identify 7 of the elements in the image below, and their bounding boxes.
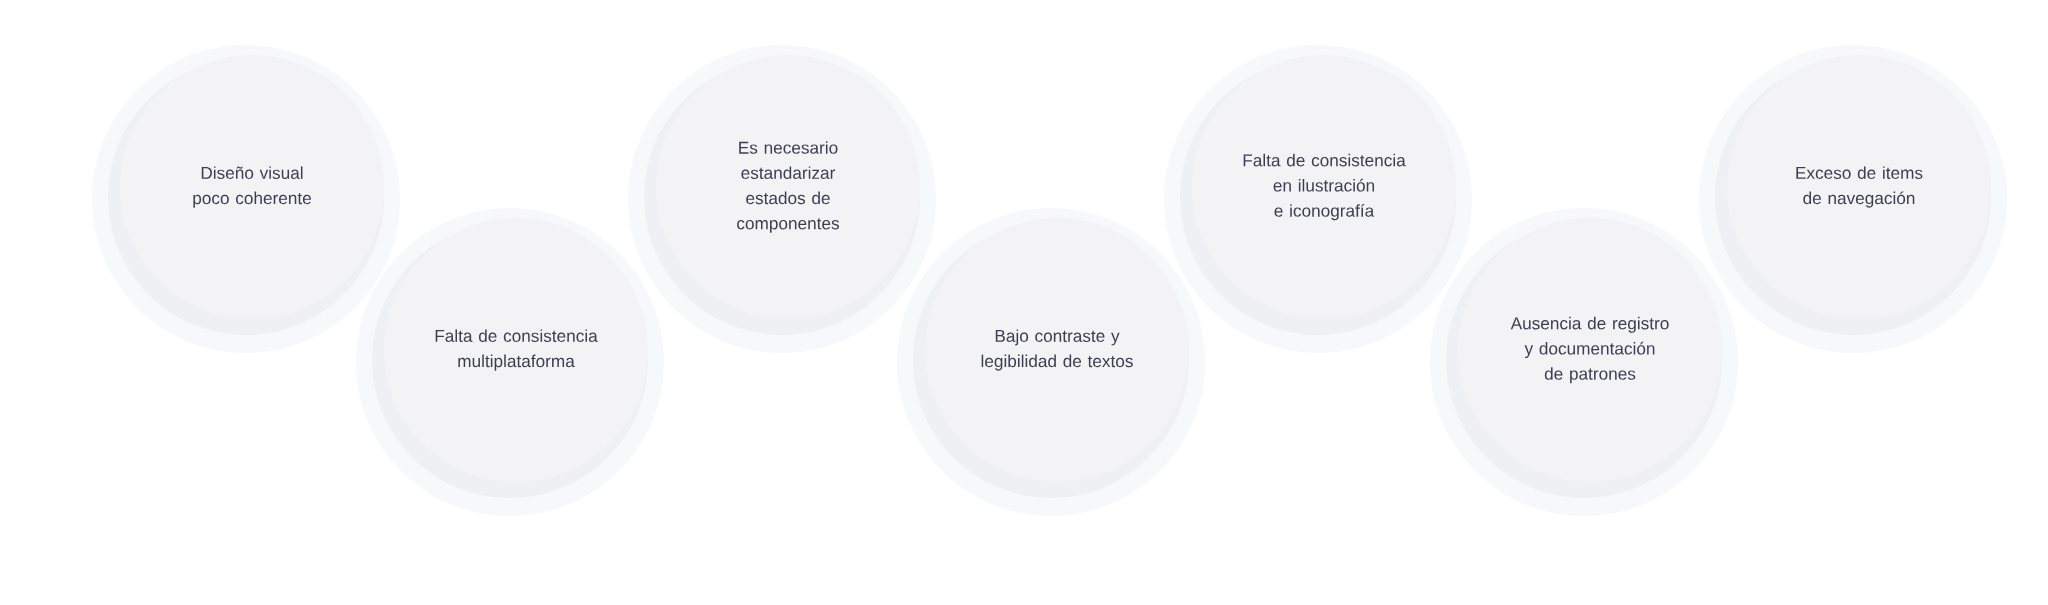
circle-node: Exceso de items de navegación	[1699, 45, 2008, 353]
circle-node: Diseño visual poco coherente	[92, 45, 400, 353]
circle-node: Es necesario estandarizar estados de componentes	[628, 45, 936, 353]
circle-node: Falta de consistencia multiplataforma	[356, 208, 664, 516]
circle-node: Bajo contraste y legibilidad de textos	[897, 208, 1205, 516]
circle-node: Falta de consistencia en ilustración e iconografía	[1164, 45, 1473, 353]
circle-node: Ausencia de registro y documentación de patrones	[1430, 208, 1739, 516]
